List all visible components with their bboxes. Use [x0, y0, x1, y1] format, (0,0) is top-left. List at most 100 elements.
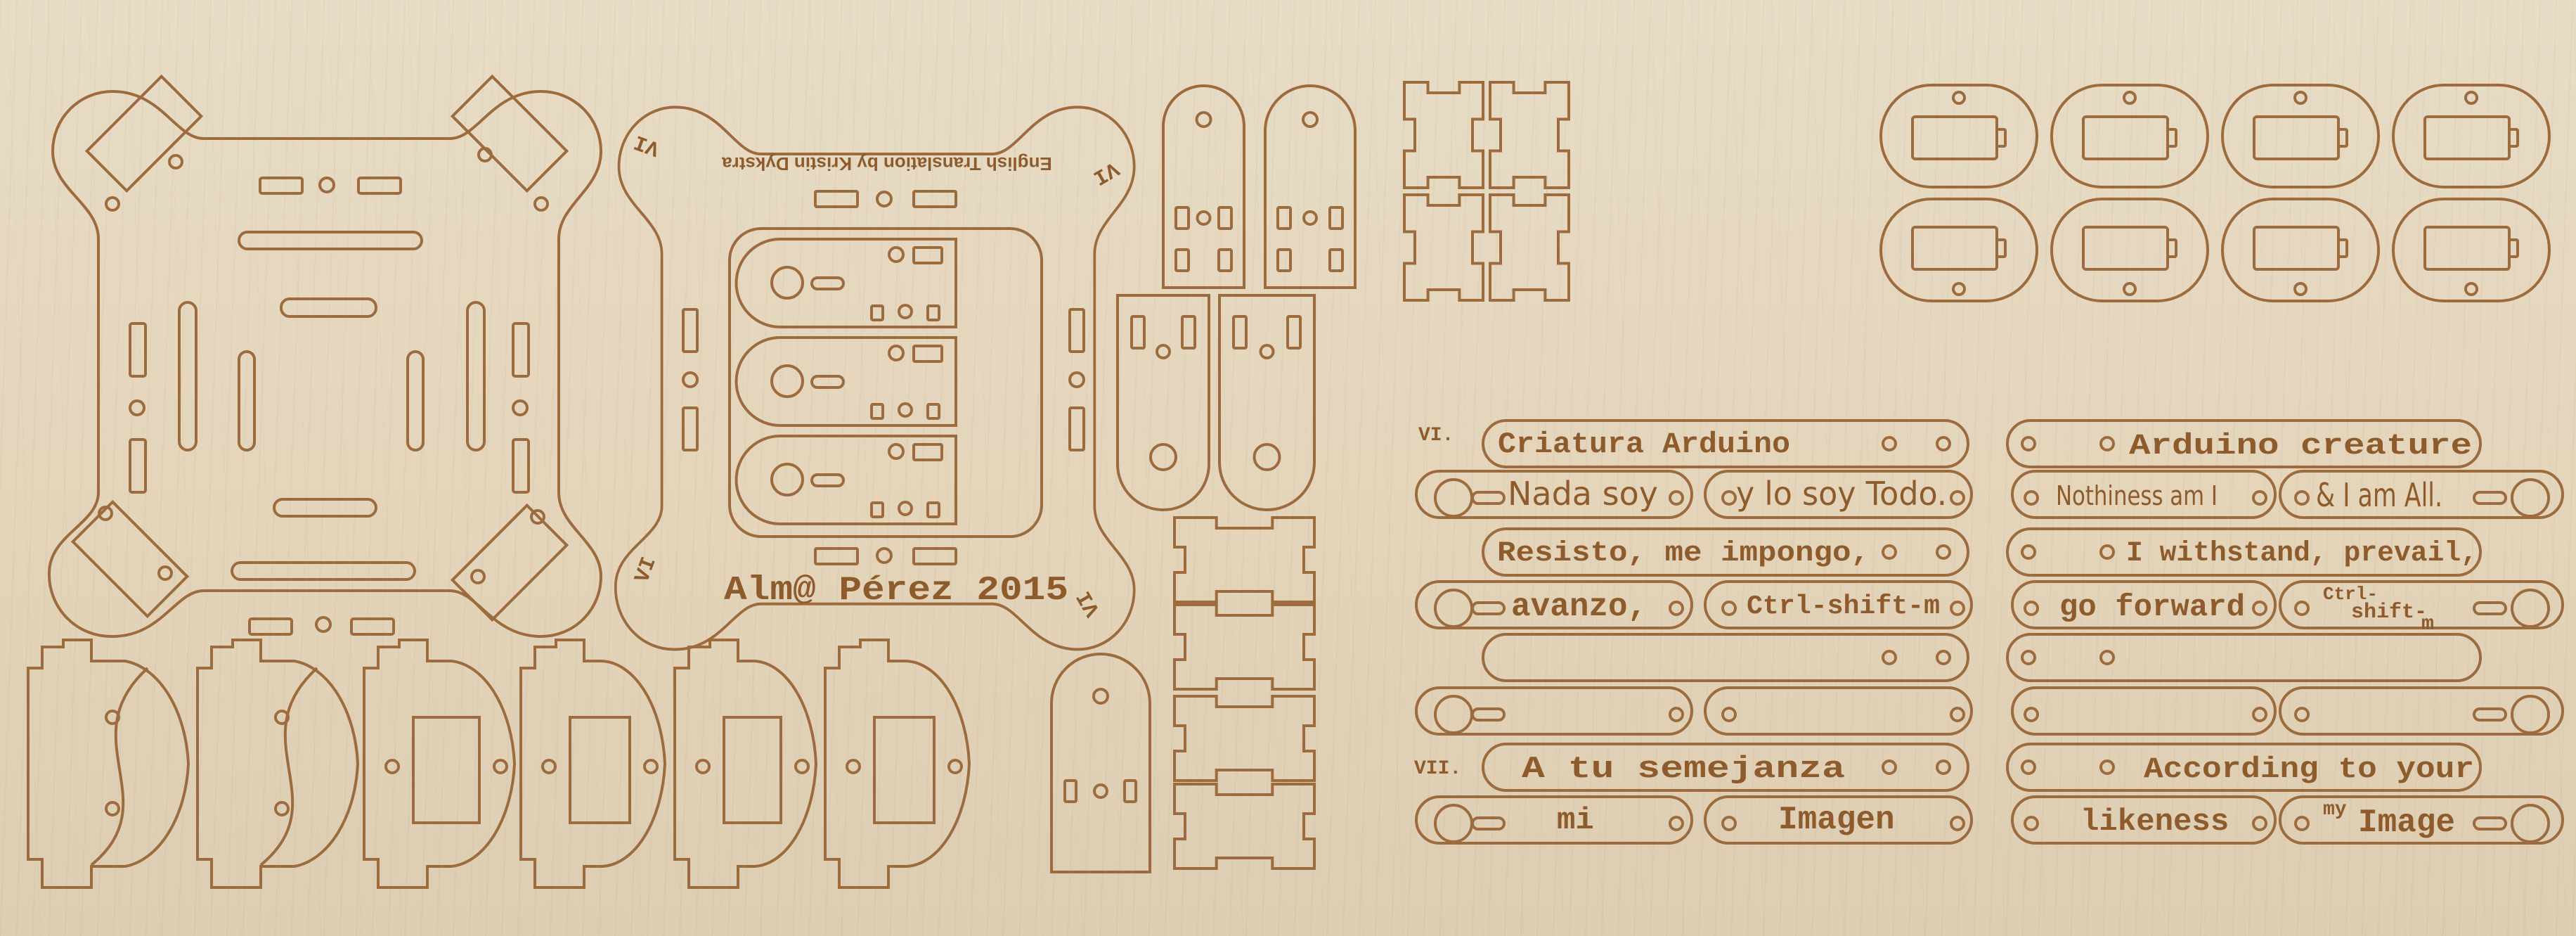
poem-strip: [1482, 743, 1969, 792]
slot: [1328, 248, 1344, 272]
hole: [2252, 601, 2267, 616]
battery-oval-piece: [2221, 198, 2380, 302]
hole: [1882, 436, 1897, 451]
slot: [1123, 779, 1137, 803]
poem-strip: [2006, 633, 2482, 682]
battery-icon-outline: [1911, 115, 1998, 160]
poem-line: my: [2323, 799, 2347, 821]
translation-credit: English Translation by Kristin Dykstra: [722, 153, 1052, 174]
slot: [238, 350, 256, 451]
poem-strip-right: [2279, 795, 2564, 845]
hole: [1259, 344, 1275, 359]
slot: [512, 438, 530, 494]
hole: [2021, 436, 2036, 451]
battery-terminal: [2337, 128, 2348, 148]
hole: [384, 759, 400, 774]
puzzle-joint-piece: [1489, 81, 1570, 189]
section-label-vii: VII.: [1414, 758, 1461, 780]
poem-line: I withstand, prevail,: [2126, 538, 2478, 570]
hole: [2123, 91, 2137, 105]
poem-line: & I am All.: [2316, 476, 2442, 514]
hole: [2511, 589, 2550, 628]
poem-line: Nada soy: [1508, 475, 1658, 513]
motor-mount-cutout: [450, 74, 569, 193]
slot: [1174, 248, 1190, 272]
hole: [1721, 490, 1737, 506]
hole: [274, 710, 290, 725]
hole: [1950, 601, 1965, 616]
battery-terminal: [1995, 238, 2007, 258]
hole: [770, 266, 804, 300]
puzzle-joint-piece: [1403, 81, 1484, 189]
battery-oval-piece: [2050, 84, 2209, 188]
battery-icon-outline: [2082, 115, 2169, 160]
battery-icon-outline: [2253, 115, 2340, 160]
corner-label-bottom-right: VI: [1073, 586, 1106, 620]
slot: [912, 246, 943, 264]
slot: [280, 297, 377, 318]
puzzle-joint-piece: [1173, 603, 1316, 691]
corner-label-top-right: VI: [1089, 155, 1122, 188]
hole: [105, 196, 120, 212]
hole: [1952, 282, 1966, 296]
puzzle-joint-piece: [1173, 695, 1316, 782]
hole: [898, 304, 913, 319]
hole: [2021, 650, 2036, 665]
hole: [2123, 282, 2137, 296]
slot: [912, 443, 943, 461]
poem-line: mi: [1557, 803, 1594, 838]
poem-line: Imagen: [1778, 802, 1895, 838]
slot: [2473, 601, 2507, 615]
poem-line: A tu semejanza: [1522, 752, 1845, 787]
hole: [2021, 544, 2036, 560]
poem-line: According to your: [2144, 752, 2474, 786]
slot: [512, 322, 530, 378]
hole: [1669, 707, 1684, 722]
slot: [2473, 491, 2507, 505]
hole: [105, 710, 120, 725]
hole: [1434, 589, 1473, 628]
slot: [1130, 315, 1146, 350]
hole: [2294, 816, 2310, 831]
leg-piece: [1264, 84, 1357, 289]
hole: [2099, 436, 2115, 451]
hole: [168, 154, 183, 169]
slot: [926, 501, 940, 518]
slot: [814, 547, 859, 565]
hole: [1882, 759, 1897, 775]
hole: [2511, 804, 2550, 843]
poem-strip: [2006, 527, 2482, 577]
poem-line: Resisto, me impongo,: [1497, 538, 1870, 570]
hole: [2464, 91, 2478, 105]
hole: [2024, 707, 2039, 722]
foot-piece: [1218, 294, 1316, 511]
slot: [912, 190, 957, 208]
slot: [273, 498, 377, 518]
hole: [2294, 490, 2310, 506]
slot: [810, 473, 845, 487]
slot: [682, 308, 699, 353]
poem-strip: [2006, 419, 2482, 468]
slot: [870, 403, 884, 420]
hole: [2024, 601, 2039, 616]
hole: [1950, 816, 1965, 831]
battery-terminal: [2508, 128, 2519, 148]
poem-strip-right: [2279, 580, 2564, 629]
side-bracket-piece: [196, 639, 360, 889]
corner-label-bottom-left: VI: [630, 554, 661, 586]
slot: [1286, 315, 1302, 350]
hole: [2294, 707, 2310, 722]
hole: [1093, 783, 1108, 799]
hole: [888, 345, 905, 361]
hole: [1721, 601, 1737, 616]
hole: [1434, 478, 1473, 518]
poem-strip-right: [2279, 686, 2564, 736]
poem-line: Ctrl-shift-m: [1747, 591, 1940, 622]
hole: [876, 547, 893, 564]
battery-terminal: [2508, 238, 2519, 258]
hole: [533, 196, 549, 212]
slot: [814, 190, 859, 208]
hole: [2511, 695, 2550, 734]
poem-strip-right: [1704, 470, 1973, 519]
